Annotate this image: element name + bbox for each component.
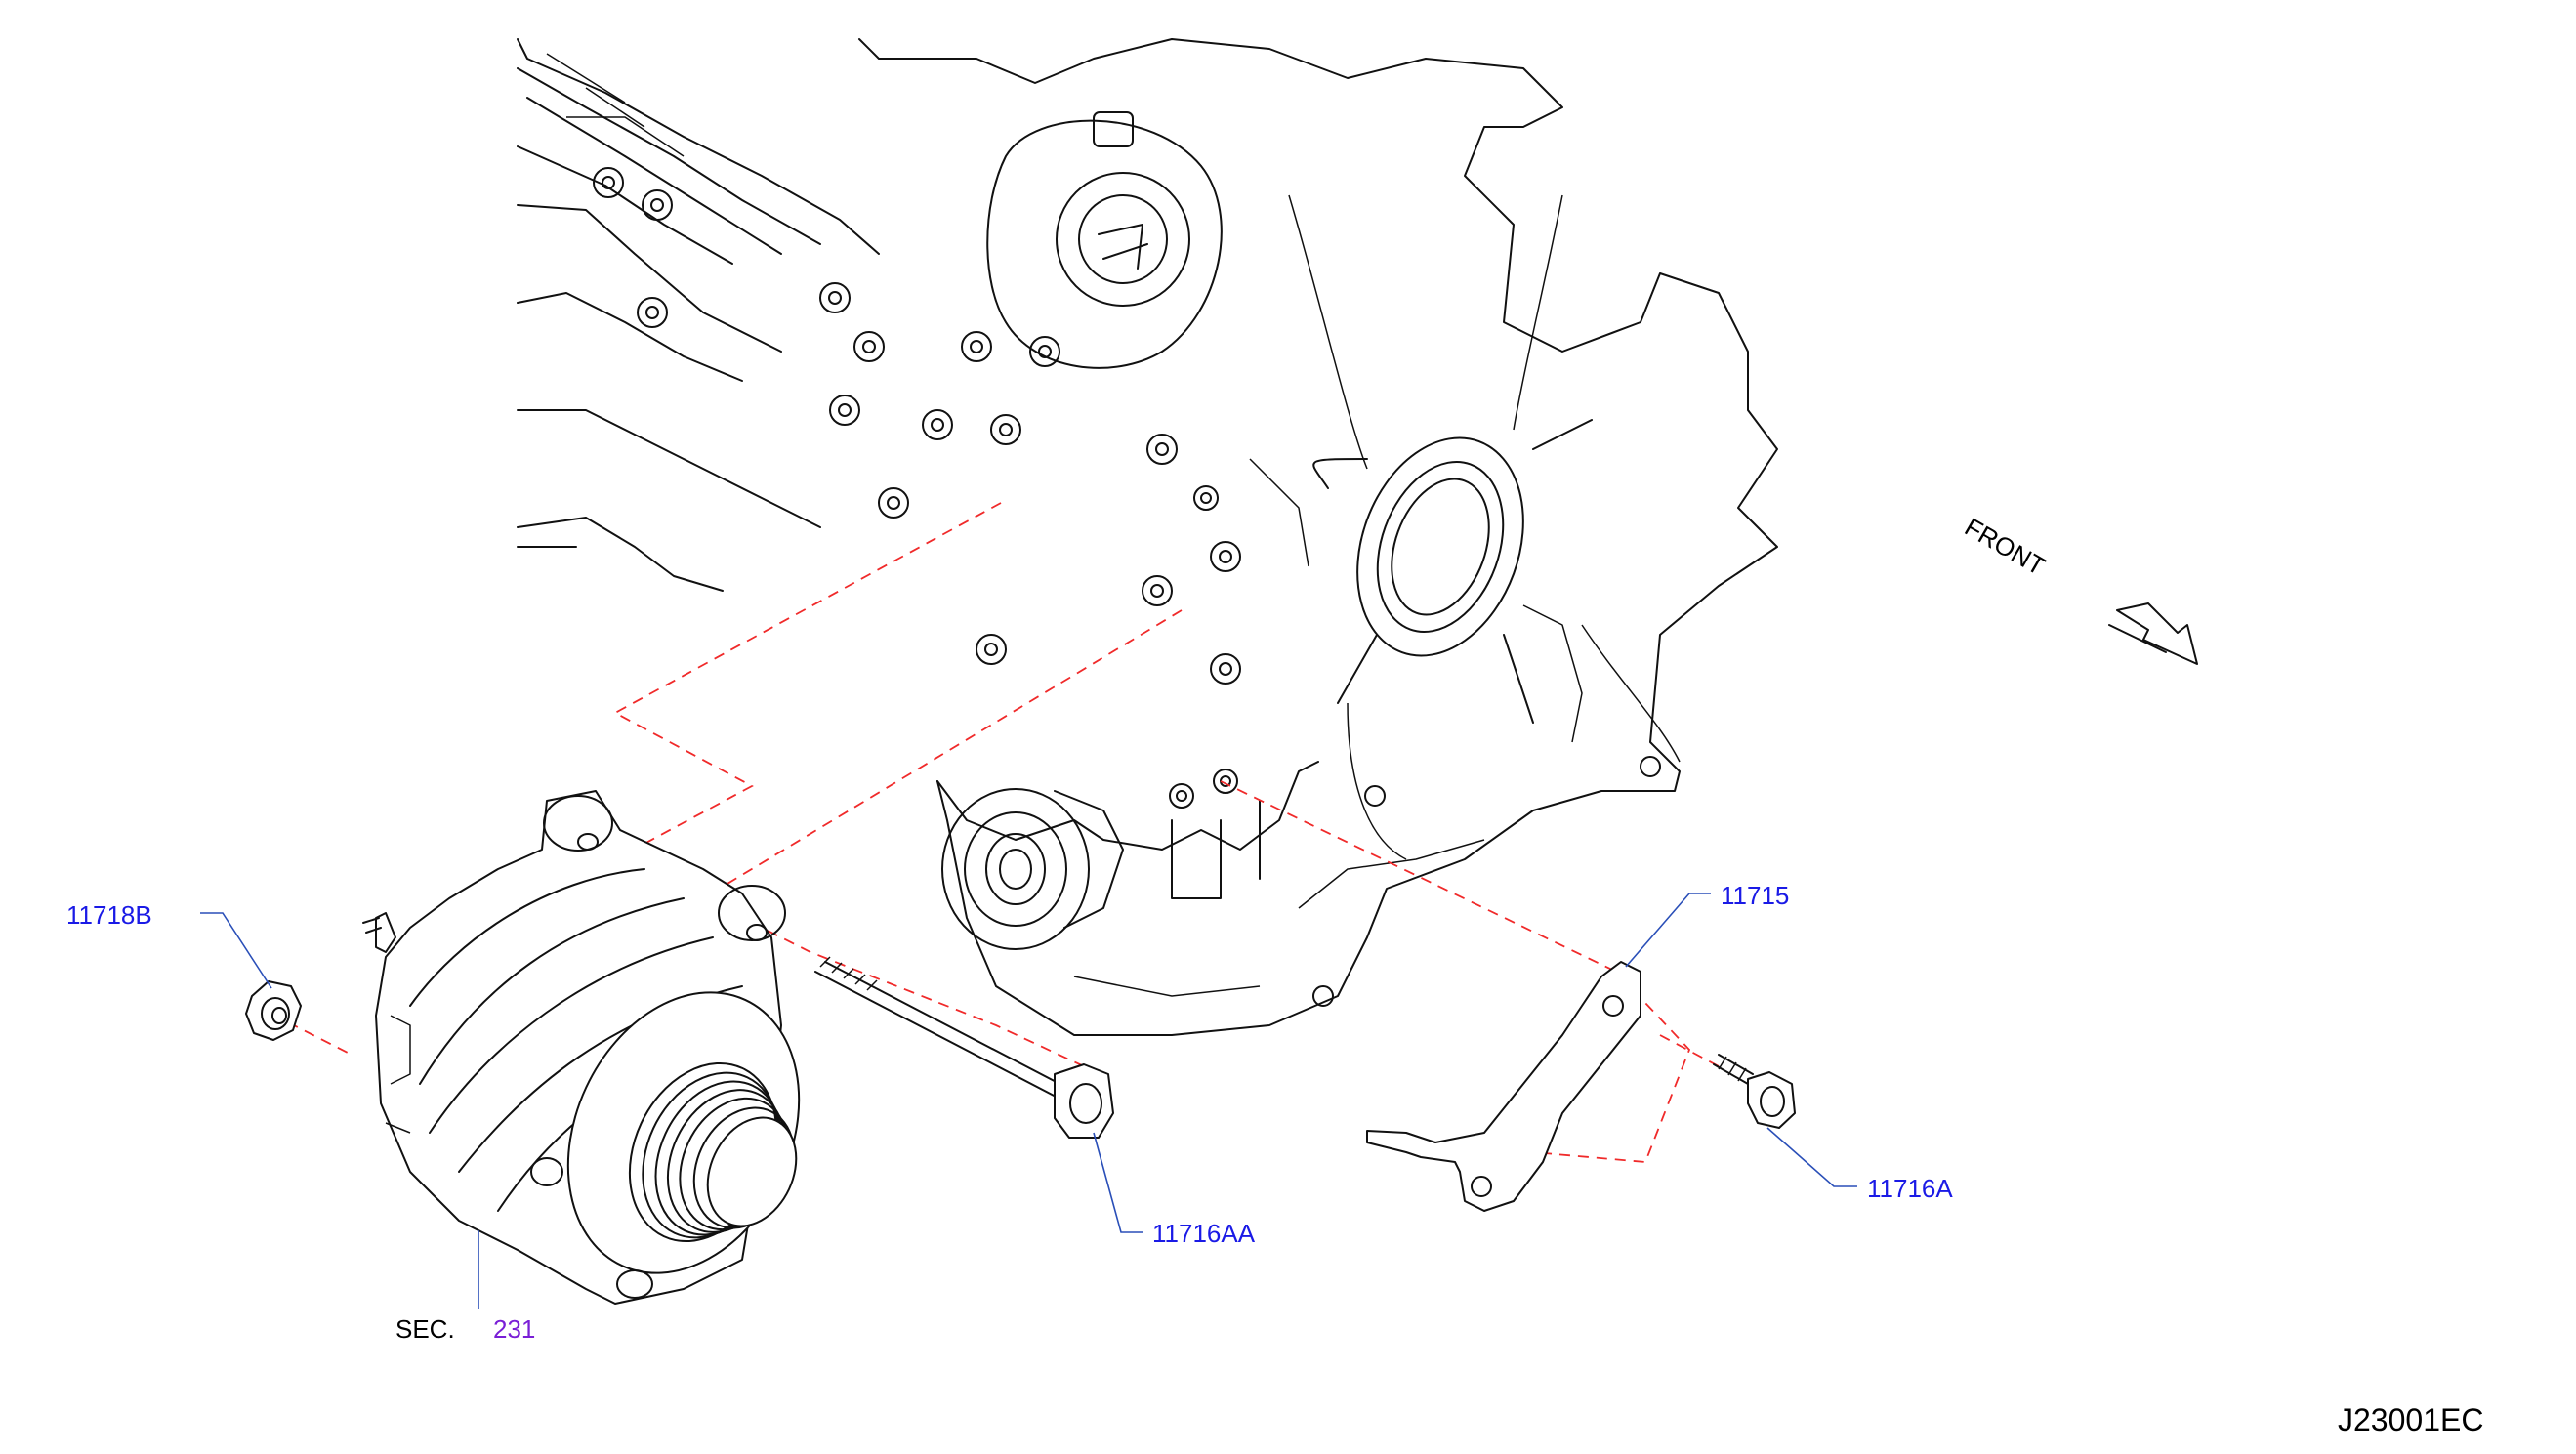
- pulley: [941, 788, 1124, 950]
- callout-11718b[interactable]: 11718B: [66, 900, 152, 930]
- long-bolt-part: [814, 956, 1114, 1139]
- leader-lines: [200, 893, 1857, 1309]
- front-arrow-icon: [2108, 602, 2198, 665]
- nut-part: [245, 980, 302, 1041]
- front-direction-indicator: FRONT: [1960, 512, 2198, 665]
- front-label: FRONT: [1960, 512, 2051, 581]
- callout-11716a[interactable]: 11716A: [1867, 1174, 1953, 1203]
- assembly-path-lines: [287, 502, 1720, 1163]
- alternator: [362, 790, 801, 1305]
- callout-11715[interactable]: 11715: [1721, 881, 1789, 910]
- bracket-part: [1366, 961, 1641, 1212]
- short-bolt-part: [1713, 1054, 1796, 1129]
- section-number-link[interactable]: 231: [493, 1314, 535, 1344]
- callout-11716aa[interactable]: 11716AA: [1152, 1219, 1256, 1248]
- diagram-code: J23001EC: [2338, 1402, 2483, 1437]
- section-prefix: SEC.: [395, 1314, 455, 1344]
- engine-block: [517, 38, 1778, 1036]
